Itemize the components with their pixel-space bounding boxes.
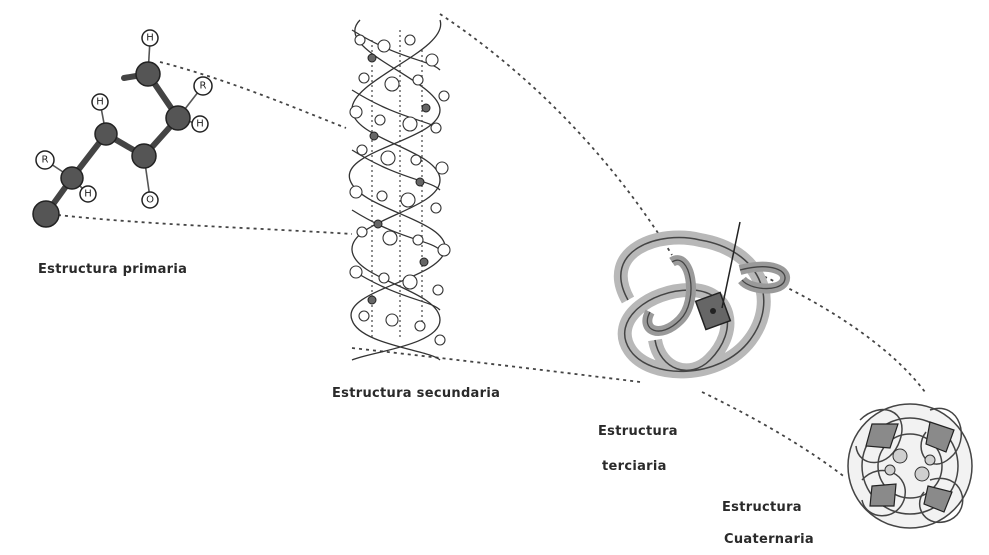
helix-backbone [349, 20, 445, 360]
atom-r-2: R [194, 77, 212, 95]
atom-h-1: H [80, 186, 96, 202]
svg-text:O: O [146, 195, 154, 206]
tertiary-structure-fold [621, 222, 785, 371]
connector-lines [58, 14, 925, 478]
connector-secondary-top [440, 14, 672, 255]
tertiary-pointer [722, 222, 740, 308]
atom-c-carbonyl [132, 144, 156, 168]
label-primary-structure: Estructura primaria [38, 262, 187, 277]
connector-tertiary-bottom [702, 392, 846, 478]
label-quaternary-structure-line1: Estructura [722, 500, 802, 515]
svg-text:H: H [196, 119, 204, 130]
atom-n-2 [95, 123, 117, 145]
atom-h-2: H [92, 94, 108, 110]
atom-o-1: O [142, 192, 158, 208]
svg-text:H: H [96, 97, 104, 108]
quaternary-structure-complex [848, 404, 972, 528]
atom-h-3: H [192, 116, 208, 132]
helix-dark-atoms [368, 54, 430, 304]
connector-primary-bottom [58, 215, 352, 234]
label-tertiary-structure-line2: terciaria [602, 459, 667, 474]
svg-text:R: R [42, 155, 49, 166]
svg-text:H: H [146, 33, 154, 44]
atom-c-alpha-2 [166, 106, 190, 130]
svg-text:R: R [200, 81, 207, 92]
svg-text:H: H [84, 189, 92, 200]
atom-h-4: H [142, 30, 158, 46]
label-secondary-structure: Estructura secundaria [332, 386, 500, 401]
atom-n-terminal [33, 201, 59, 227]
secondary-structure-helix [349, 20, 450, 360]
label-quaternary-structure-line2: Cuaternaria [724, 532, 814, 547]
atom-r-1: R [36, 151, 54, 169]
atom-n-3 [136, 62, 160, 86]
label-tertiary-structure-line1: Estructura [598, 424, 678, 439]
primary-structure-molecule: R H H O R H H [33, 30, 212, 227]
connector-secondary-bottom [352, 348, 640, 382]
atom-c-alpha-1 [61, 167, 83, 189]
